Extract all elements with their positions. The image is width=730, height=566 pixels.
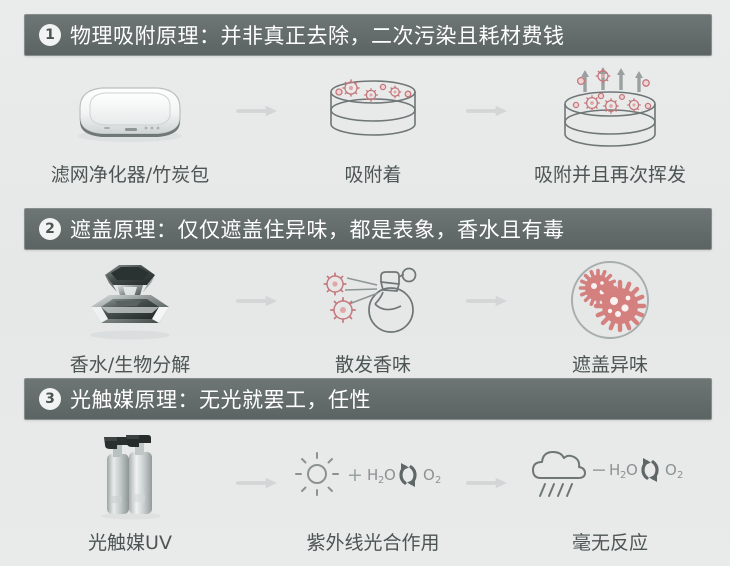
formula-operator-plus: +: [347, 464, 363, 486]
svg-text:O: O: [626, 461, 638, 479]
section-2-title: 遮盖原理：仅仅遮盖住异味，都是表象，香水且有毒: [70, 218, 565, 242]
section-1-items-row: 滤网净化器/竹炭包: [24, 67, 712, 187]
spray-bottles-icon: [24, 428, 236, 520]
circle-with-virus-particles-icon: [510, 258, 710, 342]
item-adsorbing-caption: 吸附着: [344, 164, 402, 186]
formula-o2: O: [665, 461, 677, 479]
item-adsorbing: 吸附着: [280, 68, 466, 187]
section-1-number-badge: 1: [39, 24, 61, 46]
item-uv-photosynthesis: + H 2 O O 2 紫外线光合作用: [280, 428, 466, 555]
item-emit-fragrance-caption: 散发香味: [334, 354, 411, 376]
item-mask-odor-caption: 遮盖异味: [571, 354, 648, 376]
item-purifier-caption: 滤网净化器/竹炭包: [50, 164, 210, 186]
section-1-title: 物理吸附原理：并非真正去除，二次污染且耗材费钱: [70, 24, 565, 48]
connector-arrow-3b: [466, 428, 510, 555]
connector-arrow-3a: [236, 428, 280, 555]
item-revolatilize-caption: 吸附并且再次挥发: [533, 164, 686, 186]
cylinder-with-particles-icon: [280, 68, 466, 152]
arrow-right-icon: [236, 477, 278, 489]
arrow-right-icon: [236, 295, 278, 307]
connector-arrow-1b: [466, 68, 510, 187]
item-perfume-caption: 香水/生物分解: [69, 354, 191, 376]
item-perfume: 香水/生物分解: [24, 258, 236, 377]
section-3-header-bar: 3 光触媒原理：无光就罢工，任性: [24, 378, 712, 420]
svg-text:2: 2: [378, 475, 384, 486]
arrow-right-icon: [236, 105, 278, 117]
svg-text:O: O: [384, 466, 396, 484]
item-revolatilize: 吸附并且再次挥发: [510, 67, 710, 187]
item-no-reaction: − H 2 O O 2 毫无反应: [510, 428, 710, 555]
crystal-perfume-bottle-icon: [24, 258, 236, 342]
formula-h2o: H: [367, 466, 378, 484]
section-3-number-badge: 3: [39, 388, 61, 410]
section-2-items-row: 香水/生物分解: [24, 258, 712, 377]
item-no-reaction-caption: 毫无反应: [571, 532, 648, 554]
section-3-items-row: 光触媒UV + H: [24, 428, 712, 555]
item-photocatalyst-caption: 光触媒UV: [88, 532, 172, 554]
raincloud-minus-h2o-o2-icon: − H 2 O O 2: [510, 428, 710, 520]
svg-text:2: 2: [677, 470, 683, 481]
svg-text:2: 2: [435, 475, 441, 486]
formula-o2: O: [423, 466, 435, 484]
arrow-right-icon: [466, 295, 508, 307]
item-purifier: 滤网净化器/竹炭包: [24, 68, 236, 187]
section-2-header-bar: 2 遮盖原理：仅仅遮盖住异味，都是表象，香水且有毒: [24, 208, 712, 250]
item-photocatalyst: 光触媒UV: [24, 428, 236, 555]
perfume-spray-particles-icon: [280, 258, 466, 342]
connector-arrow-1a: [236, 68, 280, 187]
section-2-number-badge: 2: [39, 218, 61, 240]
formula-h2o: H: [609, 461, 620, 479]
connector-arrow-2b: [466, 258, 510, 377]
cylinder-particles-escaping-icon: [510, 67, 710, 152]
section-1-header-bar: 1 物理吸附原理：并非真正去除，二次污染且耗材费钱: [24, 14, 712, 56]
sun-plus-h2o-o2-icon: + H 2 O O 2: [280, 428, 466, 520]
formula-operator-minus: −: [591, 459, 607, 481]
arrow-right-icon: [466, 477, 508, 489]
svg-text:2: 2: [620, 470, 626, 481]
item-mask-odor: 遮盖异味: [510, 258, 710, 377]
air-purifier-icon: [24, 68, 236, 152]
item-uv-photosynthesis-caption: 紫外线光合作用: [306, 532, 440, 554]
connector-arrow-2a: [236, 258, 280, 377]
arrow-right-icon: [466, 105, 508, 117]
section-3-title: 光触媒原理：无光就罢工，任性: [70, 388, 371, 412]
item-emit-fragrance: 散发香味: [280, 258, 466, 377]
